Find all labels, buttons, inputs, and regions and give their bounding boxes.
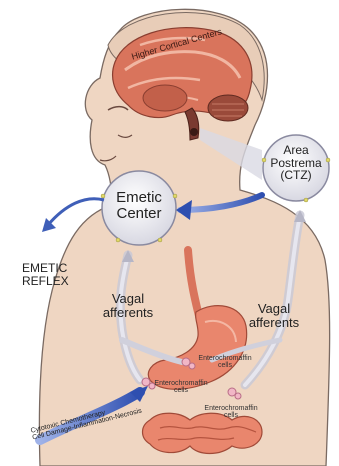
enterochromaffin-label-2: Enterochromaffin cells xyxy=(148,380,214,395)
enterochromaffin-label-1: Enterochromaffin cells xyxy=(192,355,258,370)
emetic-center-label: Emetic Center xyxy=(102,190,176,222)
area-postrema-label: Area Postrema (CTZ) xyxy=(264,144,328,182)
vagal-afferents-left-label: Vagal afferents xyxy=(98,292,158,319)
vagal-afferents-right-label: Vagal afferents xyxy=(244,302,304,329)
emetic-reflex-label: EMETIC REFLEX xyxy=(22,262,69,287)
enterochromaffin-label-3: Enterochromaffin cells xyxy=(198,405,264,420)
cerebellum xyxy=(208,95,248,121)
